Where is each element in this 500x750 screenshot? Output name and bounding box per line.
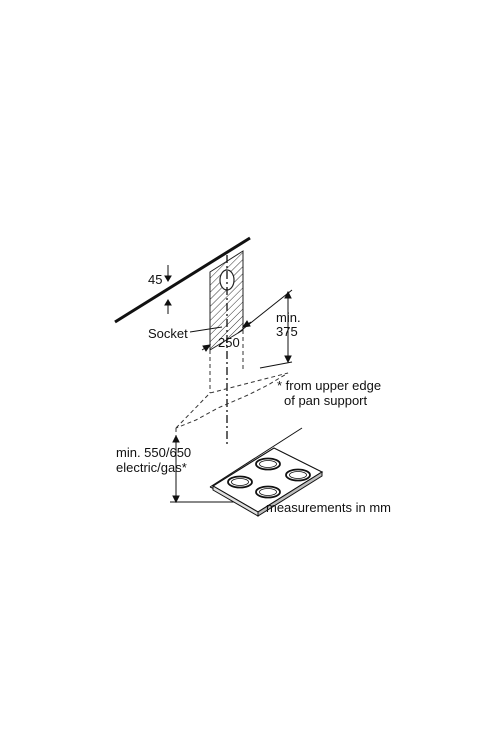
hob-distance-label-line2: electric/gas* <box>116 460 187 475</box>
socket-leader-line <box>189 326 223 333</box>
hood-canopy-dashed <box>175 372 289 436</box>
chimney-dashed-outline <box>209 330 244 393</box>
min-375-label-line2: 375 <box>276 324 298 339</box>
dim-45-markers <box>164 265 172 314</box>
dim-375-lines <box>237 289 293 369</box>
min-375-label-line1: min. <box>276 310 301 325</box>
hob-distance-label-line1: min. 550/650 <box>116 445 192 460</box>
socket-label: Socket <box>148 326 188 341</box>
ceiling-line <box>114 236 251 324</box>
pan-support-note-line1: * from upper edge <box>277 378 382 393</box>
hob-burners <box>227 457 311 499</box>
dim-250-label: 250 <box>218 335 240 350</box>
dim-45-label: 45 <box>148 272 163 287</box>
pan-support-note-line2: of pan support <box>284 393 368 408</box>
hob <box>211 447 324 517</box>
dim-550-lines <box>170 434 242 504</box>
units-note: measurements in mm <box>266 500 391 515</box>
